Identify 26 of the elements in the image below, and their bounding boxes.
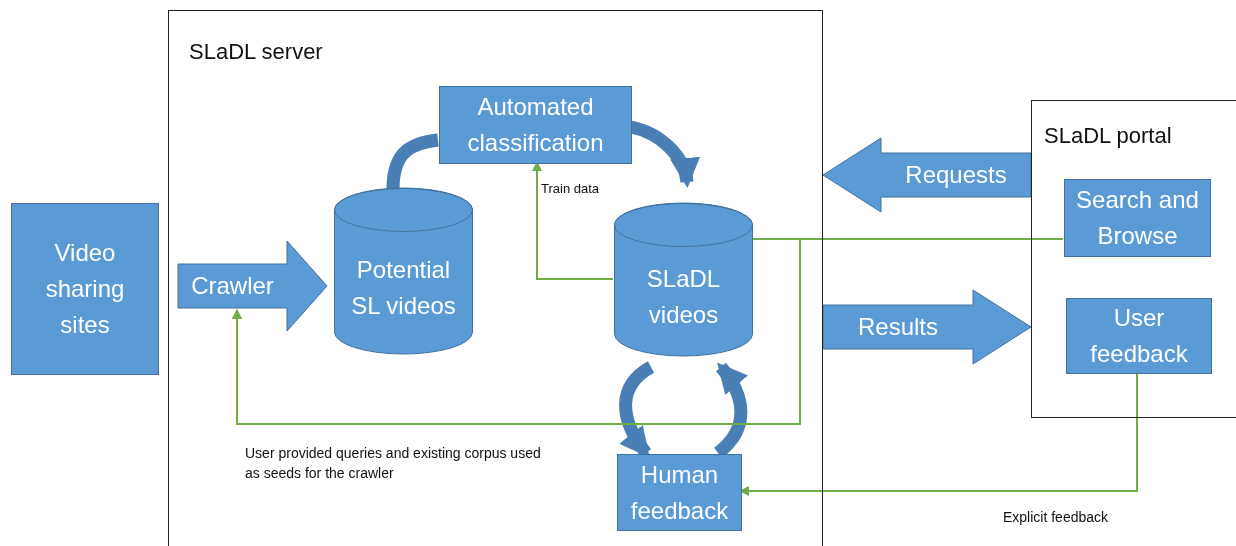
process-box [439, 86, 632, 164]
process-box [1066, 298, 1212, 374]
edge-label: Requests [904, 160, 1008, 190]
group-frame [1031, 100, 1236, 418]
connector-arrow [232, 238, 1064, 425]
node-label: SLaDL videos [645, 263, 722, 330]
node-label: Potential SL videos [350, 255, 457, 321]
node-label: Video sharing sites [44, 238, 126, 340]
process-box [11, 203, 159, 375]
group-title: SLaDL portal [1044, 123, 1172, 149]
process-box [1064, 179, 1211, 257]
node-label: User feedback [1089, 303, 1189, 369]
node-label: Automated classification [466, 92, 605, 158]
group-frame [168, 10, 823, 546]
edge-label: Crawler [190, 271, 275, 301]
edge-label: Train data [541, 180, 600, 198]
block-arrow [822, 137, 1032, 213]
edge-label: Results [857, 312, 939, 342]
process-box [617, 454, 742, 531]
annotation-text: Explicit feedback [1003, 508, 1110, 527]
node-label: Human feedback [629, 459, 730, 526]
block-arrow [822, 289, 1032, 365]
node-label: Search and Browse [1075, 185, 1200, 251]
annotation-text: User provided queries and existing corpus used as seeds for the crawler [245, 444, 542, 484]
block-arrow [177, 240, 328, 332]
group-title: SLaDL server [189, 39, 323, 65]
